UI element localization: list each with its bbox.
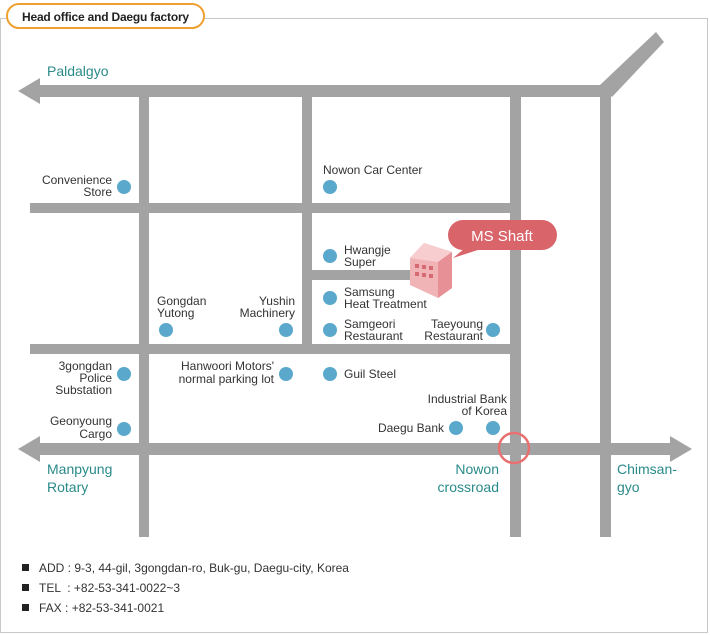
marker-ibk-icon	[486, 421, 500, 435]
road-main	[38, 443, 672, 455]
road-diagonal-ne	[600, 32, 664, 97]
marker-hanwoori-icon	[279, 367, 293, 381]
road-v-3	[510, 91, 521, 537]
arrow-manpyung-icon	[18, 436, 40, 462]
landmark-taeyoung-line1: Taeyoung	[431, 317, 483, 331]
road-h-short	[305, 270, 410, 280]
marker-gongdan-icon	[159, 323, 173, 337]
landmark-gongdan-line1: Gongdan	[157, 294, 206, 308]
marker-samsung-icon	[323, 291, 337, 305]
road-v-4	[600, 91, 611, 537]
marker-taeyoung-icon	[486, 323, 500, 337]
bullet-square-icon	[22, 604, 29, 611]
road-v-1	[139, 91, 149, 537]
marker-guil-icon	[323, 367, 337, 381]
marker-convenience-icon	[117, 180, 131, 194]
info-row-fax: FAX : +82-53-341-0021	[22, 598, 349, 618]
landmark-convenience-line2: Store	[83, 185, 112, 199]
landmark-police-line2: Police	[79, 371, 112, 385]
landmark-police-line3: Substation	[55, 383, 112, 397]
page-title: Head office and Daegu factory	[22, 10, 189, 24]
place-manpyung-line2: Rotary	[47, 479, 88, 495]
landmark-geonyoung-line1: Geonyoung	[50, 414, 112, 428]
road-paldalgyo	[38, 85, 608, 97]
landmark-guil: Guil Steel	[344, 367, 396, 381]
info-fax-value: +82-53-341-0021	[71, 601, 165, 615]
landmark-markers	[117, 180, 500, 436]
landmark-convenience-line1: Convenience	[42, 173, 112, 187]
company-label: MS Shaft	[471, 228, 534, 245]
road-h-upper	[30, 203, 512, 213]
landmark-yushin-line1: Yushin	[259, 294, 295, 308]
place-manpyung-line1: Manpyung	[47, 461, 112, 477]
arrow-paldalgyo-icon	[18, 78, 40, 104]
landmark-samsung-line2: Heat Treatment	[344, 297, 427, 311]
landmark-hwangje-line2: Super	[344, 255, 376, 269]
landmark-nowon-car: Nowon Car Center	[323, 163, 422, 177]
road-v-2	[302, 91, 312, 354]
landmark-hanwoori-line1: Hanwoori Motors'	[181, 359, 274, 373]
info-address-value: 9-3, 44-gil, 3gongdan-ro, Buk-gu, Daegu-…	[74, 561, 349, 575]
bullet-square-icon	[22, 564, 29, 571]
info-row-tel: TEL : +82-53-341-0022~3	[22, 578, 349, 598]
landmark-yushin-line2: Machinery	[240, 306, 295, 320]
nowon-crossroad-marker	[497, 431, 531, 465]
page-title-tab: Head office and Daegu factory	[6, 3, 205, 29]
bullet-square-icon	[22, 584, 29, 591]
landmark-daegu-bank: Daegu Bank	[378, 421, 445, 435]
ms-shaft-building-icon	[410, 243, 452, 298]
marker-police-icon	[117, 367, 131, 381]
landmark-hwangje-line1: Hwangje	[344, 243, 391, 257]
landmark-ibk-line2: of Korea	[462, 404, 508, 418]
contact-info: ADD : 9-3, 44-gil, 3gongdan-ro, Buk-gu, …	[22, 558, 349, 618]
marker-hwangje-icon	[323, 249, 337, 263]
landmark-geonyoung-line2: Cargo	[79, 427, 112, 441]
marker-daegu-bank-icon	[449, 421, 463, 435]
place-nowon-line1: Nowon	[455, 461, 499, 477]
marker-geonyoung-icon	[117, 422, 131, 436]
road-network	[18, 32, 692, 537]
ms-shaft-callout: MS Shaft	[448, 220, 557, 258]
place-paldalgyo: Paldalgyo	[47, 63, 109, 79]
arrow-chimsan-icon	[670, 436, 692, 462]
place-nowon-line2: crossroad	[438, 479, 499, 495]
road-h-lower	[30, 344, 512, 354]
landmark-hanwoori-line2: normal parking lot	[179, 372, 275, 386]
landmark-samgeori-line2: Restaurant	[344, 329, 403, 343]
landmark-gongdan-line2: Yutong	[157, 306, 194, 320]
marker-nowon-car-icon	[323, 180, 337, 194]
place-chimsan-line2: gyo	[617, 479, 640, 495]
info-address-key: ADD	[39, 561, 65, 575]
info-tel-value: +82-53-341-0022~3	[73, 581, 180, 595]
marker-samgeori-icon	[323, 323, 337, 337]
landmark-police-line1: 3gongdan	[59, 359, 112, 373]
landmark-samgeori-line1: Samgeori	[344, 317, 395, 331]
info-tel-key: TEL	[39, 581, 61, 595]
map-frame	[0, 18, 708, 633]
marker-yushin-icon	[279, 323, 293, 337]
landmark-samsung-line1: Samsung	[344, 285, 395, 299]
info-fax-key: FAX	[39, 601, 62, 615]
place-chimsan-line1: Chimsan-	[617, 461, 677, 477]
info-row-address: ADD : 9-3, 44-gil, 3gongdan-ro, Buk-gu, …	[22, 558, 349, 578]
landmark-ibk-line1: Industrial Bank	[428, 392, 508, 406]
landmark-taeyoung-line2: Restaurant	[424, 329, 483, 343]
